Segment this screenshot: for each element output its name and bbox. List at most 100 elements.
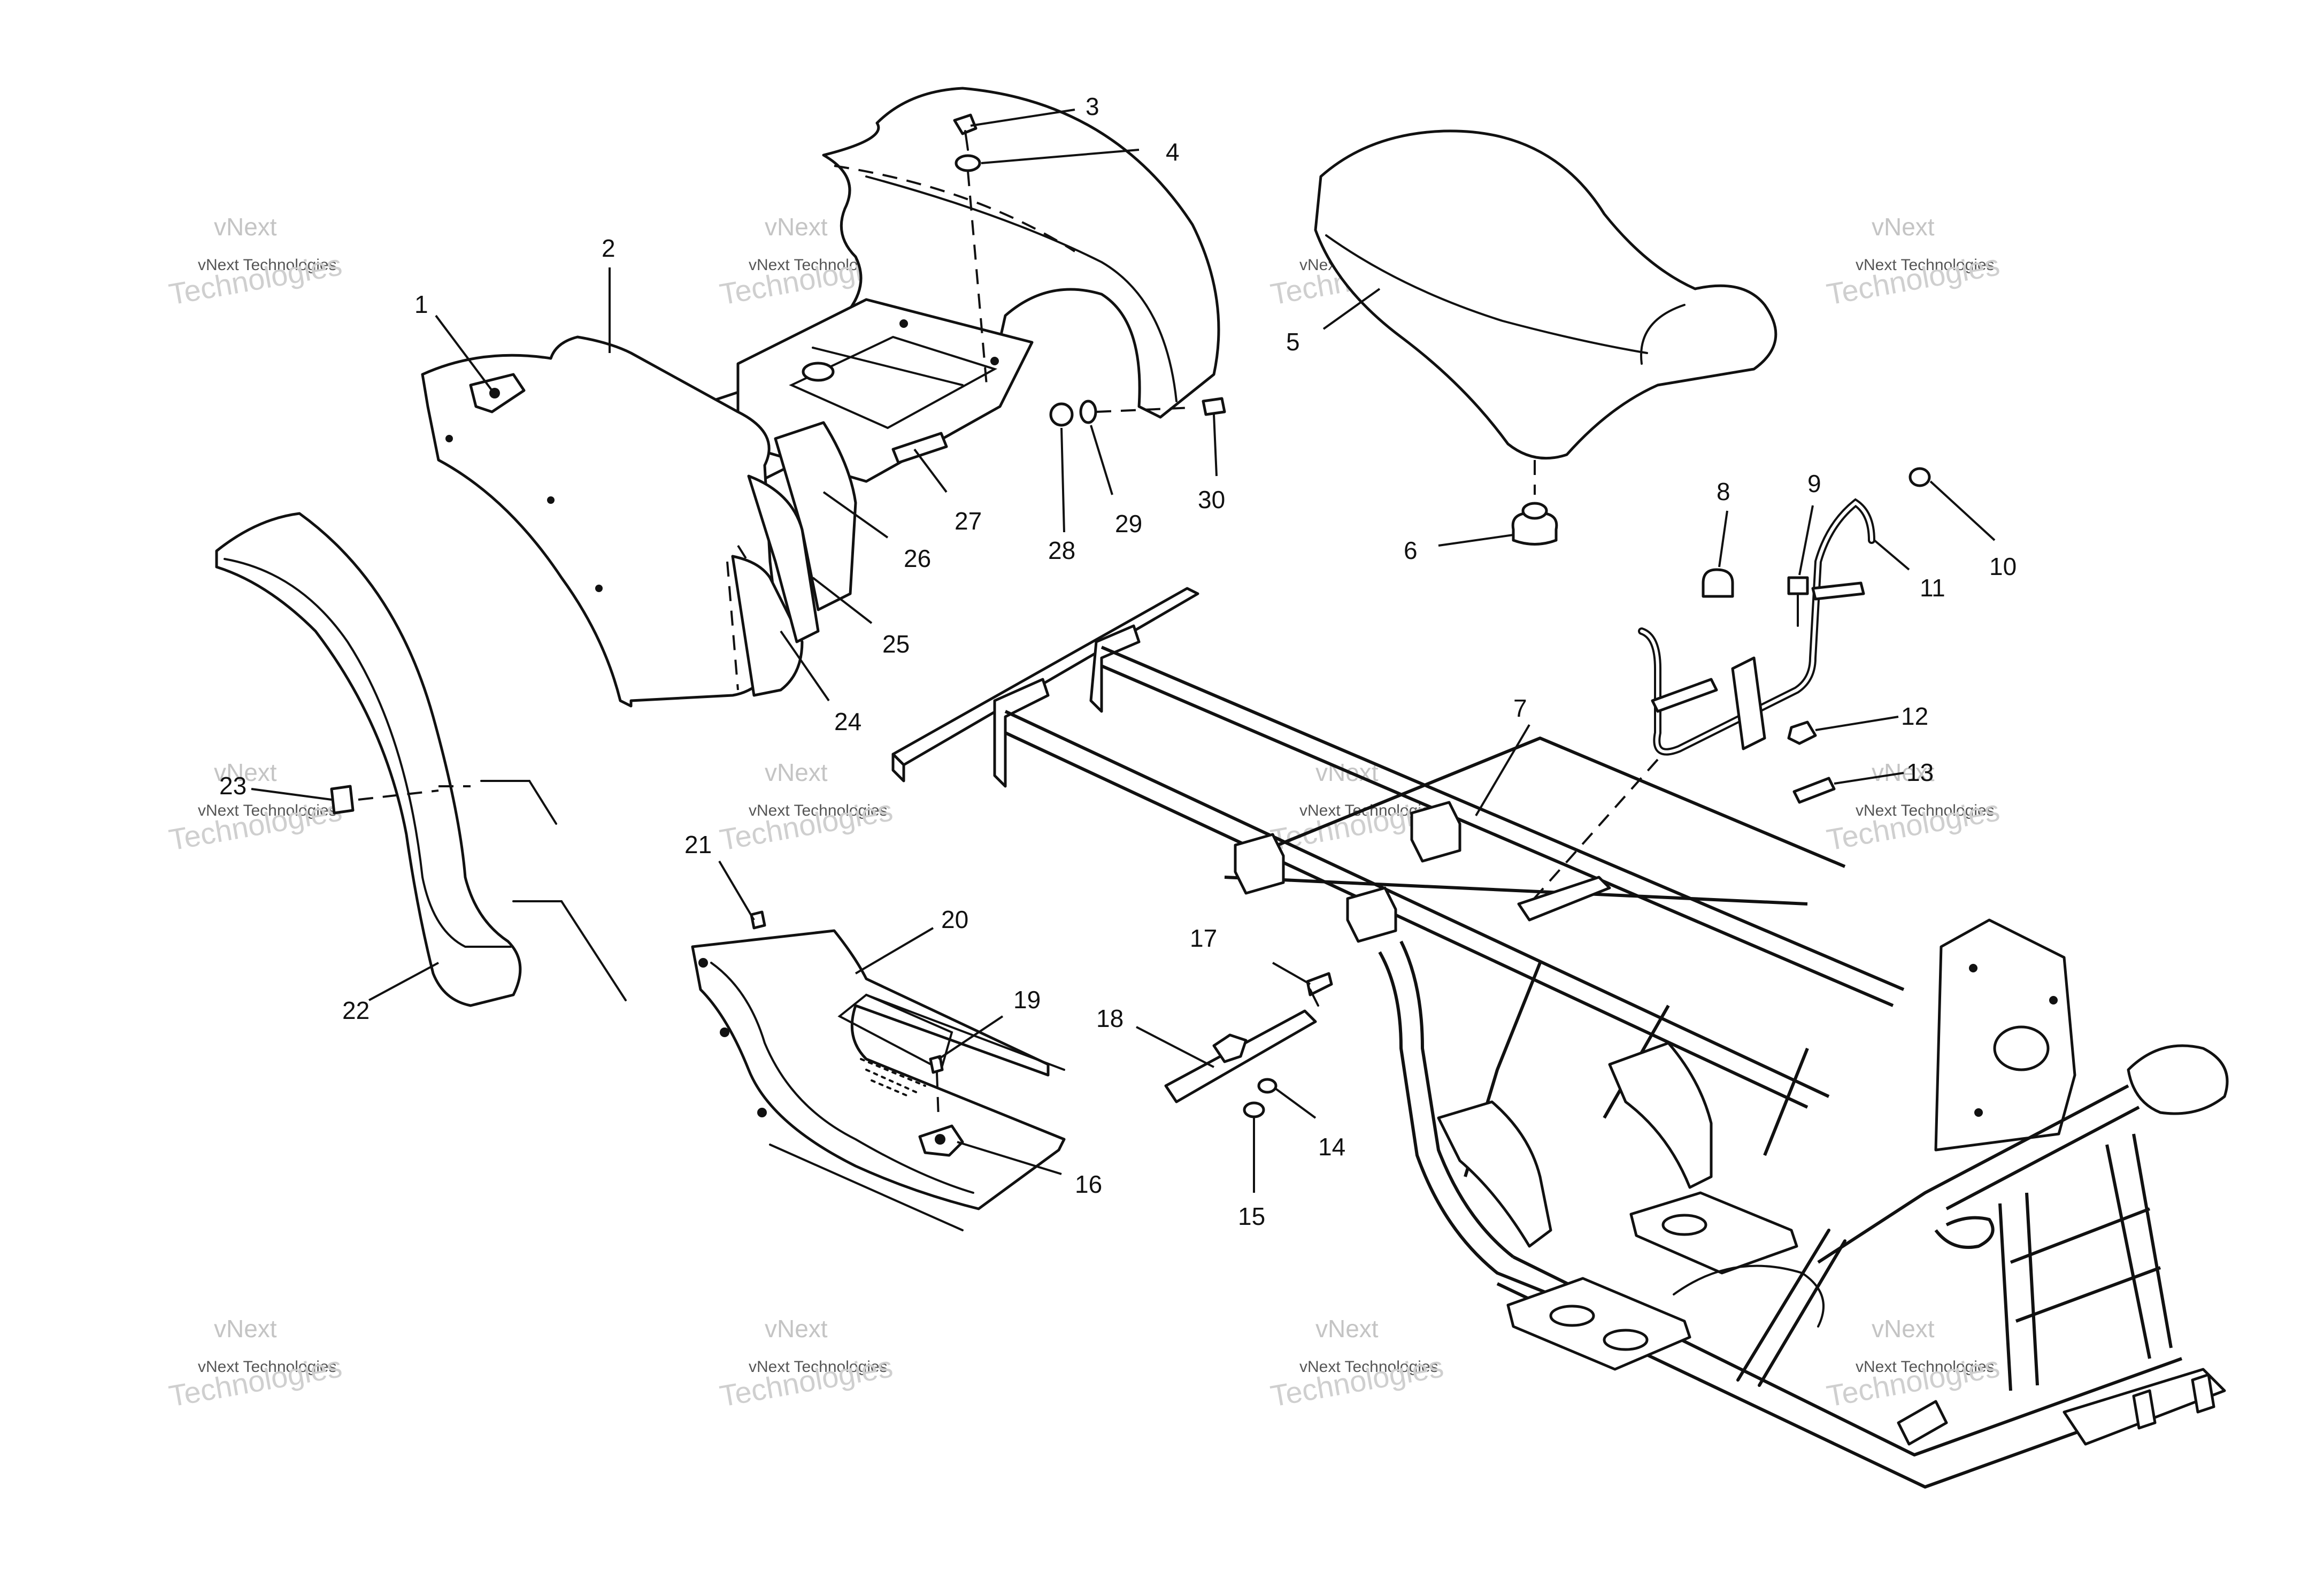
washer-14	[1257, 1078, 1278, 1094]
rear-fender-inner-rim	[865, 175, 1178, 402]
leader-22	[368, 962, 439, 1001]
leader-19	[937, 1015, 1004, 1060]
frame-rear-tab	[2132, 1389, 2157, 1430]
callout-30: 30	[1198, 486, 1225, 513]
frame-plate-hole	[1993, 1025, 2050, 1071]
fender-22-edge	[224, 558, 512, 948]
frame-round-mount	[1673, 1264, 1825, 1328]
footwell-hole	[698, 958, 708, 968]
svg-text:vNext: vNext	[214, 758, 277, 786]
reflector-27	[891, 432, 948, 464]
watermark: vNext vNext Technologies Technologies	[166, 213, 344, 311]
callout-27: 27	[955, 507, 982, 535]
callout-25: 25	[882, 630, 910, 658]
callout-18: 18	[1096, 1004, 1123, 1032]
fender-22-assembly	[215, 512, 627, 1007]
rear-fender-hidden-edge	[834, 165, 1076, 252]
frame-rear-tab	[2191, 1373, 2215, 1414]
fender-line	[528, 780, 557, 825]
leader-17	[1272, 962, 1311, 985]
frame-box	[1234, 833, 1285, 895]
svg-text:vNext: vNext	[1315, 1315, 1379, 1343]
watermark: vNext vNext Technologies Technologies	[1824, 1315, 2002, 1413]
callout-4: 4	[1166, 138, 1180, 166]
svg-text:vNext Technologies: vNext Technologies	[1856, 256, 1995, 274]
bolt-hole	[899, 319, 908, 328]
bolt-3-shank	[964, 130, 969, 151]
svg-text:vNext Technologies: vNext Technologies	[749, 1358, 888, 1376]
leader-28	[1060, 427, 1065, 533]
leader-13	[1834, 772, 1904, 785]
hitch-clamp	[1731, 656, 1766, 750]
footwell-hole	[757, 1108, 767, 1117]
bracket-axis	[358, 789, 439, 801]
leader-10	[1929, 480, 1996, 541]
callout-3: 3	[1086, 93, 1099, 120]
watermark: vNext vNext Technologies Technologies	[717, 758, 895, 857]
callout-29: 29	[1115, 510, 1142, 538]
frame-cutout	[1603, 1329, 1649, 1351]
leader-12	[1815, 716, 1899, 731]
cap-10	[1909, 467, 1931, 487]
pin-13	[1792, 777, 1836, 804]
callout-13: 13	[1906, 758, 1934, 786]
frame-plate-dot	[2049, 996, 2058, 1004]
leader-21	[718, 860, 755, 921]
callout-7: 7	[1513, 694, 1527, 722]
callout-6: 6	[1404, 536, 1418, 564]
bolt-hole	[990, 357, 999, 365]
watermark: vNext vNext Technologies Technologies	[166, 758, 344, 857]
leader-7	[1475, 724, 1530, 817]
frame-rack-rail-end	[891, 753, 905, 783]
watermark: vNext vNext Technologies Technologies	[1824, 213, 2002, 311]
leader-11	[1873, 539, 1910, 571]
callout-15: 15	[1238, 1202, 1265, 1230]
frame-rack-rail	[891, 587, 1199, 766]
svg-text:vNext: vNext	[214, 1315, 277, 1343]
nut-12	[1787, 720, 1817, 745]
svg-text:vNext: vNext	[765, 213, 828, 241]
frame-upper-rail-right	[1101, 646, 1905, 1007]
frame-footrest	[1506, 1277, 1691, 1371]
callout-16: 16	[1075, 1170, 1102, 1198]
watermark: vNext vNext Technologies Technologies	[166, 1315, 344, 1413]
svg-text:vNext: vNext	[1872, 1315, 1935, 1343]
bolt-17-shank	[1309, 988, 1319, 1007]
svg-text:vNext Technologies: vNext Technologies	[749, 802, 888, 819]
callout-20: 20	[941, 906, 968, 933]
bolt-17	[1306, 972, 1333, 996]
leader-27	[913, 448, 948, 493]
frame-plate-gusset	[1437, 1100, 1552, 1248]
svg-text:vNext: vNext	[214, 213, 277, 241]
cap-8	[1702, 568, 1734, 598]
callout-14: 14	[1318, 1133, 1345, 1161]
svg-text:vNext Technologies: vNext Technologies	[198, 802, 337, 819]
leader-8	[1718, 510, 1728, 568]
bracket-18-assembly	[1164, 972, 1333, 1118]
callout-5: 5	[1286, 328, 1300, 356]
frame-plate-gusset	[1608, 1041, 1713, 1189]
callout-9: 9	[1807, 470, 1821, 497]
footwell-hole	[720, 1027, 729, 1037]
washer-29	[1079, 400, 1097, 424]
callout-12: 12	[1901, 702, 1928, 730]
nut-28	[1049, 402, 1074, 427]
callout-11: 11	[1920, 574, 1945, 602]
callout-2: 2	[602, 234, 615, 262]
bolt-axis	[967, 171, 988, 386]
callout-23: 23	[219, 772, 247, 800]
nut-15	[1243, 1101, 1265, 1118]
callout-24: 24	[834, 708, 861, 735]
screw-21	[750, 910, 766, 930]
svg-text:vNext Technologies: vNext Technologies	[1299, 1358, 1438, 1376]
callout-8: 8	[1717, 478, 1730, 505]
watermark: vNext vNext Technologies Technologies	[1268, 1315, 1446, 1413]
cargo-tray-floor	[789, 335, 998, 430]
leader-14	[1274, 1087, 1317, 1119]
callout-21: 21	[684, 831, 712, 858]
leader-29	[1090, 425, 1113, 495]
hitch-axis	[1528, 758, 1659, 905]
fender-line	[560, 900, 627, 1001]
frame-lower-loop	[1378, 940, 1552, 1296]
